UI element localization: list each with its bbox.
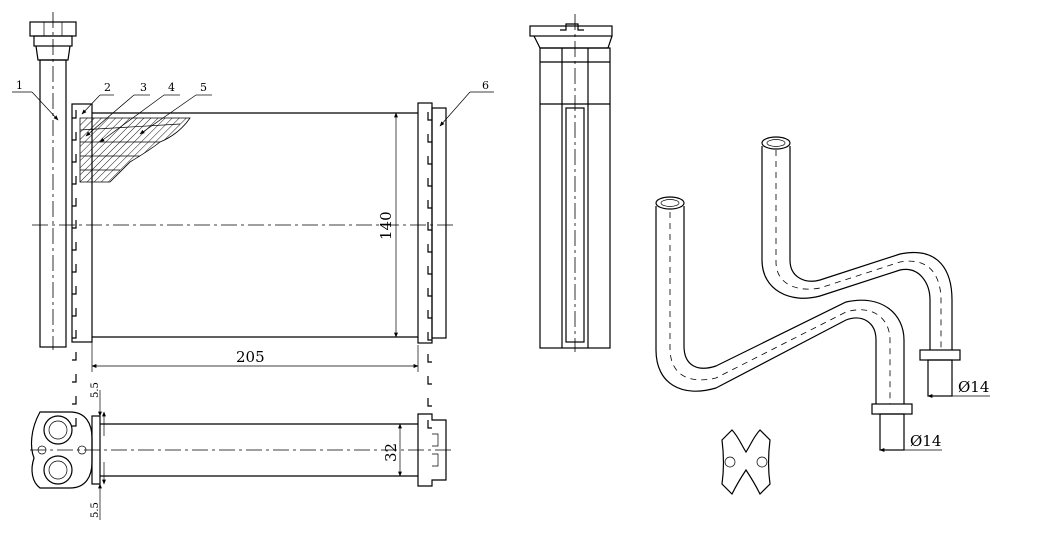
callout-3: 3 [140, 81, 147, 94]
callout-1: 1 [16, 79, 23, 92]
pipes-view: Ø14 Ø14 [655, 136, 990, 496]
height-dimension-label: 140 [377, 211, 395, 240]
pipe-a [761, 136, 961, 397]
offset-bottom-label: 5.5 [90, 502, 101, 518]
callout-2: 2 [104, 81, 111, 94]
callout-6: 6 [482, 79, 489, 92]
callouts: 1 2 3 4 5 6 [12, 79, 494, 143]
width-dimension-label: 205 [236, 348, 265, 366]
radiator-core [79, 112, 418, 338]
callout-5: 5 [200, 81, 207, 94]
top-view: 32 5.5 5.5 [30, 382, 455, 520]
width-dimension: 205 [91, 340, 419, 372]
pipe-dia-2-label: Ø14 [910, 432, 941, 450]
right-tank [417, 102, 447, 429]
left-tank [71, 103, 93, 427]
front-view: 140 205 1 2 3 4 5 [12, 12, 494, 429]
side-view [529, 14, 613, 352]
offset-top-label: 5.5 [90, 382, 101, 398]
gasket [721, 429, 771, 496]
pipe-dia-1-label: Ø14 [958, 378, 989, 396]
pipe-b [655, 196, 913, 451]
callout-4: 4 [168, 81, 175, 94]
depth-dimension-label: 32 [382, 443, 400, 462]
height-dimension: 140 [377, 112, 398, 338]
